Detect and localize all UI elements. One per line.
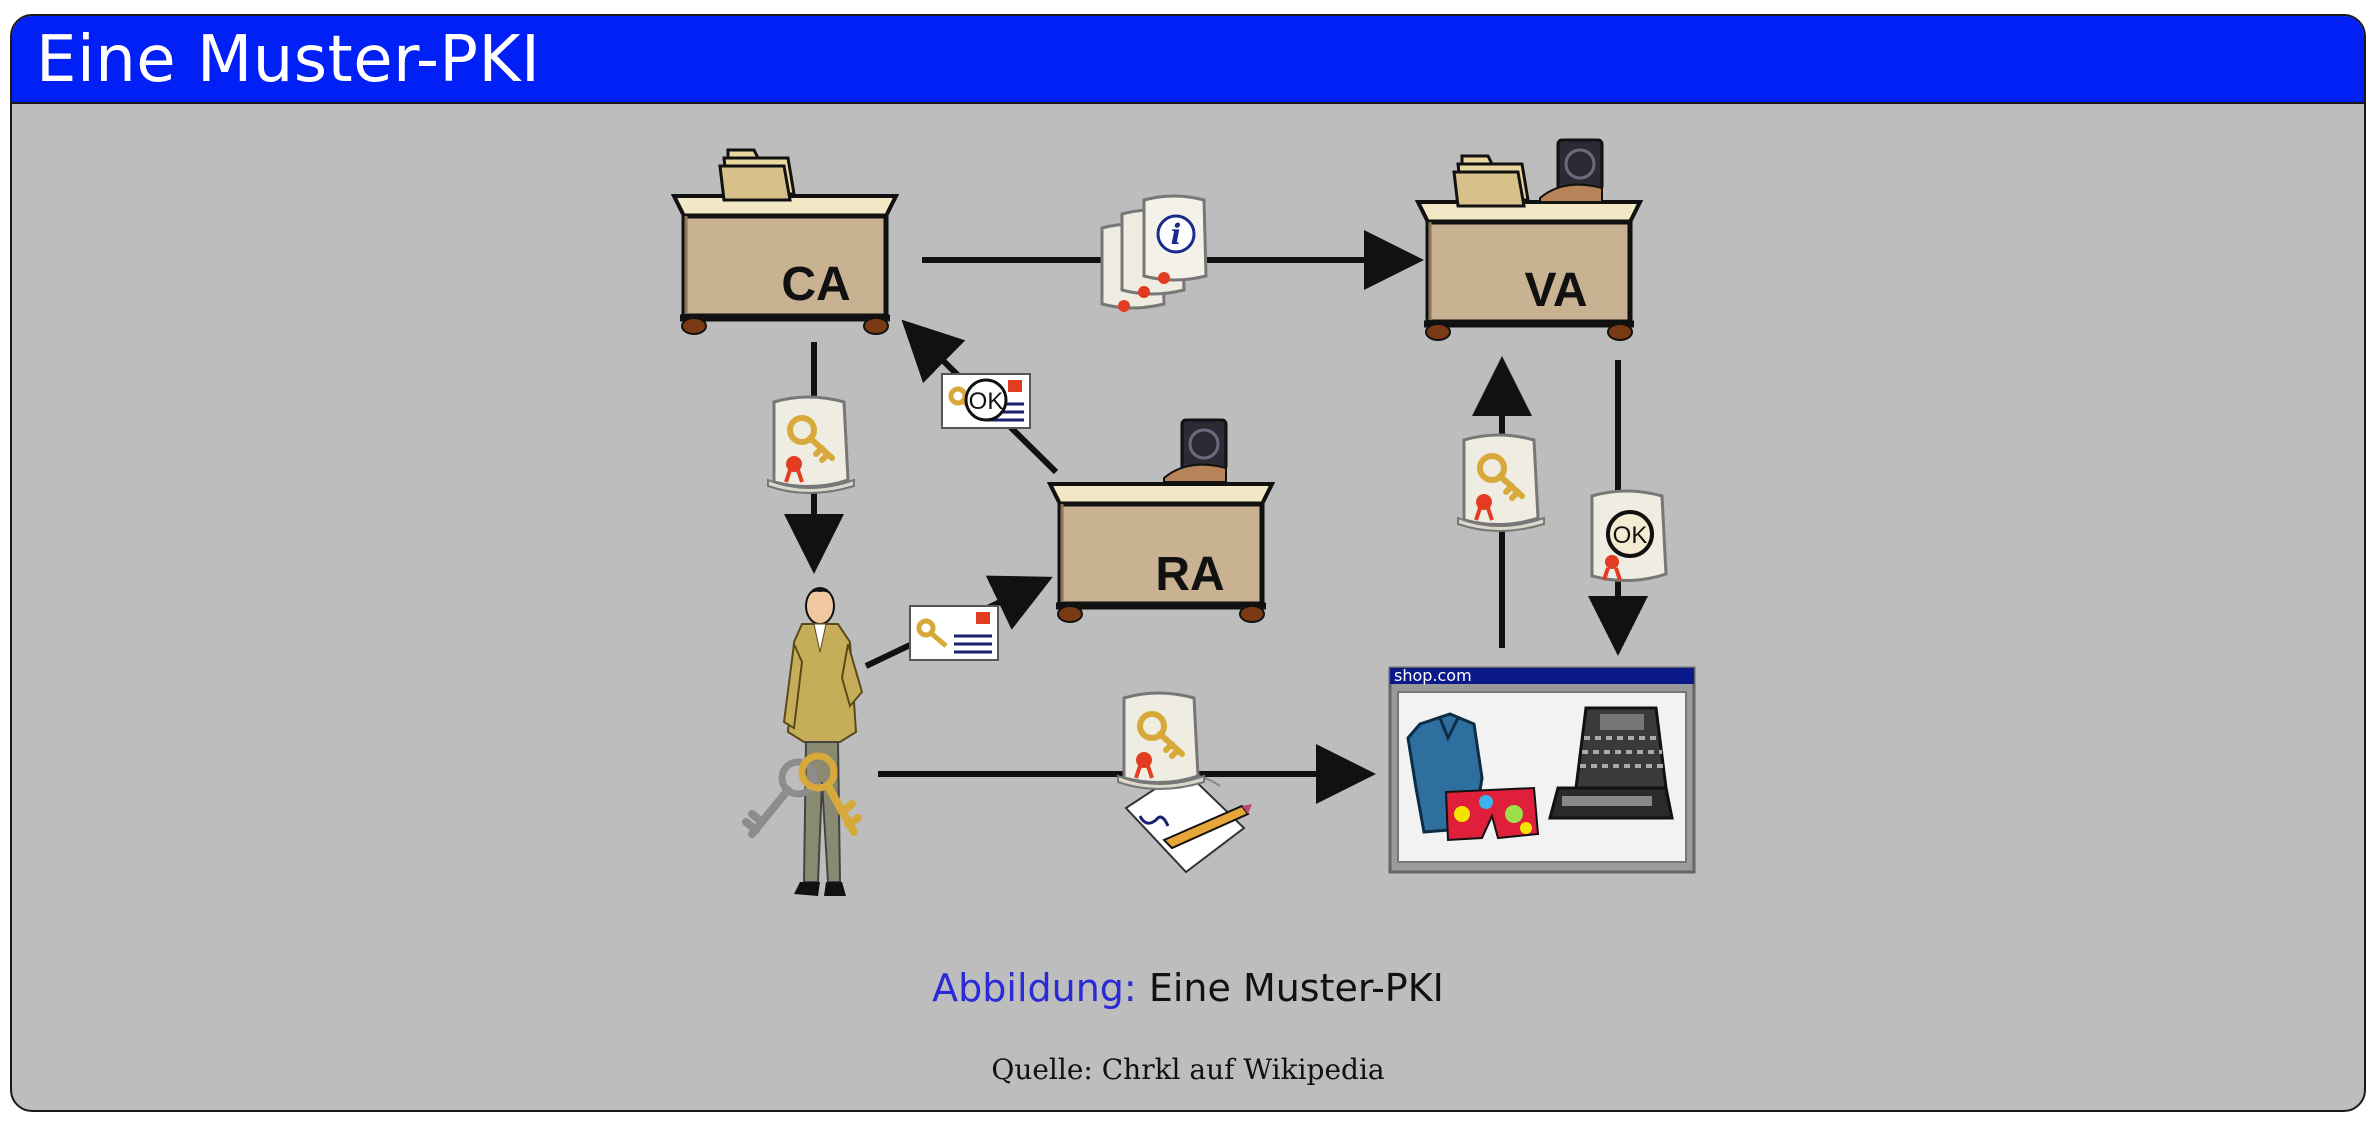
caption-label: Abbildung: (932, 966, 1137, 1010)
svg-text:i: i (1171, 218, 1182, 251)
ok-envelope-text: OK (969, 388, 1004, 415)
va-desk: VA (1418, 138, 1640, 340)
ok-certificate-text: OK (1613, 522, 1648, 549)
signed-document-icon (1118, 693, 1252, 874)
ok-certificate-icon: OK (1590, 489, 1668, 583)
source-credit: Quelle: Chrkl auf Wikipedia (991, 1053, 1385, 1086)
caption-text: Eine Muster-PKI (1148, 966, 1444, 1010)
slide-frame: Eine Muster-PKI (10, 14, 2366, 1112)
shop-window: shop.com (1388, 666, 1696, 874)
ra-label: RA (1155, 548, 1224, 601)
cash-register-icon (1548, 706, 1674, 820)
ca-label: CA (781, 258, 850, 311)
slide-title: Eine Muster-PKI (36, 23, 541, 97)
ok-envelope-icon: OK (942, 374, 1030, 428)
ra-desk: RA (1050, 418, 1272, 622)
pki-diagram: CA VA RA i (12, 138, 1696, 896)
user-figure (742, 587, 864, 896)
key-certificate-icon (768, 397, 854, 493)
certificate-stack-icon: i (1100, 194, 1208, 312)
shorts-icon (1444, 786, 1540, 842)
va-label: VA (1524, 264, 1587, 317)
figure-caption: Abbildung: Eine Muster-PKI (12, 964, 2364, 1012)
key-envelope-icon (910, 606, 998, 660)
key-certificate-icon (1458, 435, 1544, 531)
title-bar: Eine Muster-PKI (12, 16, 2364, 104)
ca-desk: CA (674, 148, 896, 334)
shop-title: shop.com (1394, 666, 1472, 685)
